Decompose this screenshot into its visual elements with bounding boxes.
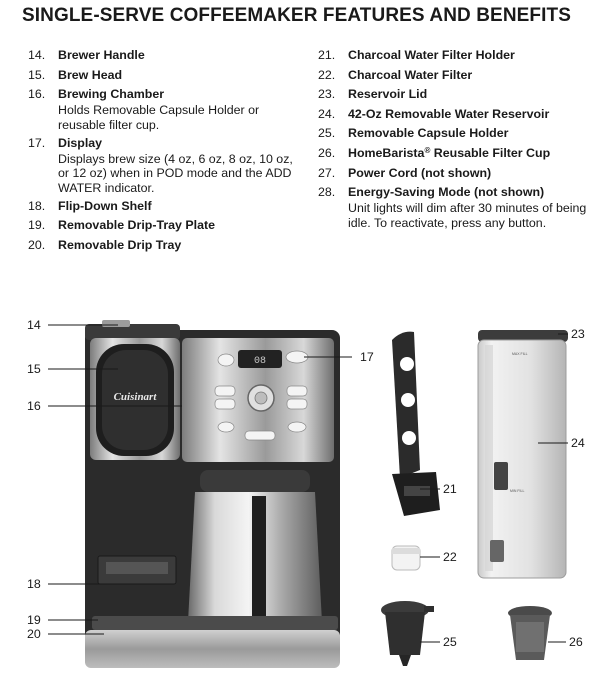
- bold-button: [215, 386, 235, 396]
- callout-20: 20: [27, 627, 41, 641]
- callout-25: 25: [443, 635, 457, 649]
- display-readout: 08: [254, 356, 266, 367]
- max-fill-mark: MAX FILL: [512, 352, 528, 356]
- holder-window: [400, 357, 414, 371]
- prog-button: [287, 399, 307, 409]
- carafe-handle: [252, 496, 266, 620]
- pod-button: [288, 422, 306, 432]
- capsule-holder-cup: [385, 612, 425, 655]
- selector-dial-center: [255, 392, 267, 404]
- callout-26: 26: [569, 635, 583, 649]
- reusable-filter-cup: [508, 606, 552, 660]
- filter-cup-mesh: [516, 622, 544, 652]
- min-fill-mark: MIN FILL: [510, 489, 524, 493]
- callout-24: 24: [571, 436, 585, 450]
- brew-stop-button: [245, 431, 275, 440]
- callout-15: 15: [27, 362, 41, 376]
- callout-22: 22: [443, 550, 457, 564]
- flavor-button: [218, 422, 234, 432]
- capsule-holder-spout: [399, 655, 411, 666]
- charcoal-filter-holder: [392, 332, 440, 516]
- charcoal-filter: [392, 546, 420, 570]
- callout-19: 19: [27, 613, 41, 627]
- shelf-grate: [106, 562, 168, 574]
- callout-21: 21: [443, 482, 457, 496]
- cage-slot: [404, 486, 430, 496]
- clean-button: [215, 399, 235, 409]
- carafe-lid: [200, 470, 310, 492]
- capsule-holder: [381, 601, 434, 666]
- drip-tray: [85, 630, 340, 668]
- callout-17: 17: [360, 350, 374, 364]
- reservoir-inner: [485, 345, 493, 571]
- handle-bar: [102, 320, 130, 327]
- drip-tray-plate: [92, 616, 338, 630]
- water-reservoir: MAX FILL MIN FILL: [478, 330, 568, 578]
- coffeemaker: Cuisinart 08: [85, 320, 340, 668]
- reservoir-valve-cap: [490, 540, 504, 562]
- power-button: [218, 354, 234, 366]
- callout-14: 14: [27, 318, 41, 332]
- holder-window: [402, 431, 416, 445]
- callout-16: 16: [27, 399, 41, 413]
- callout-18: 18: [27, 577, 41, 591]
- callout-23: 23: [571, 327, 585, 341]
- reservoir-valve: [494, 462, 508, 490]
- capsule-holder-tab: [424, 606, 434, 612]
- brewer-handle: [85, 324, 180, 340]
- holder-window: [401, 393, 415, 407]
- charcoal-filter-band: [392, 548, 420, 554]
- hot-button: [287, 386, 307, 396]
- brand-logo: Cuisinart: [114, 391, 158, 403]
